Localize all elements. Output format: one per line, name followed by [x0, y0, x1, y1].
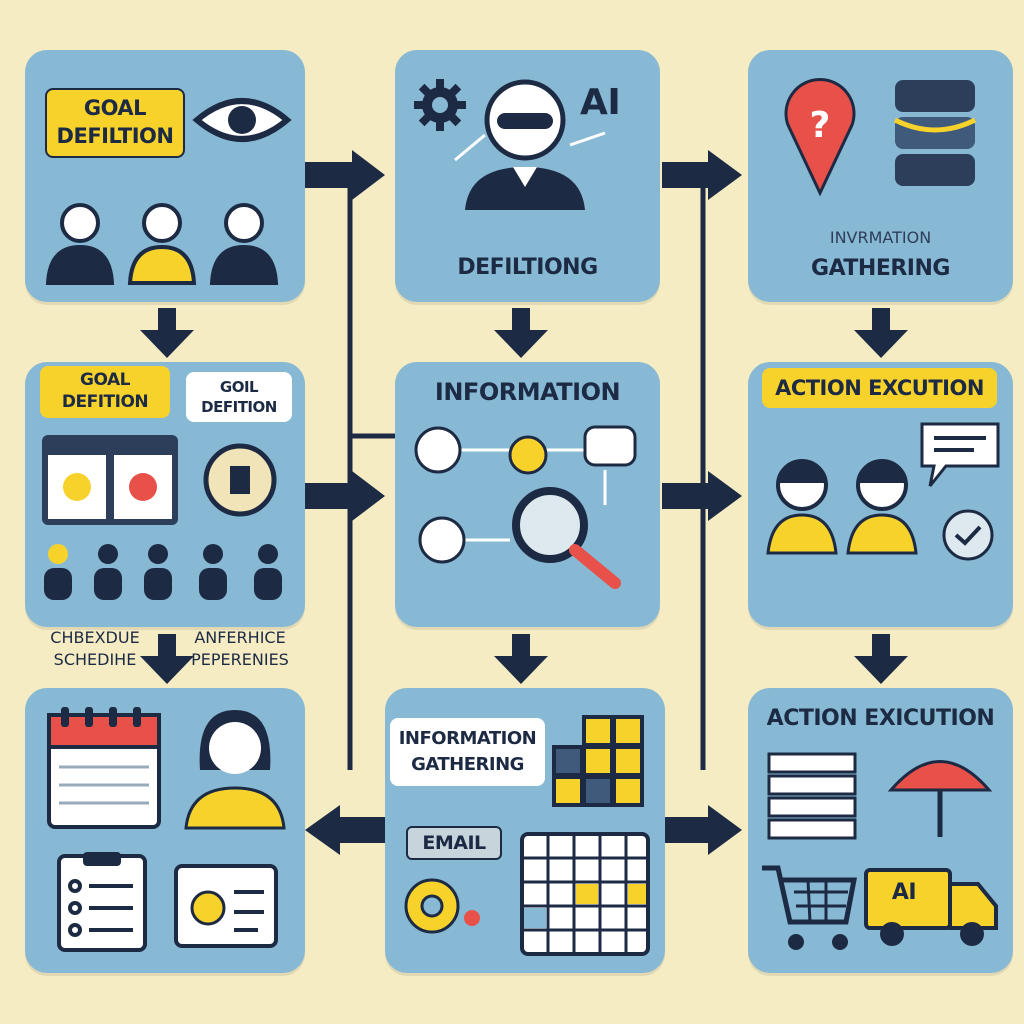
cart-icon: [762, 865, 858, 950]
information-network-icon: [414, 425, 637, 589]
arrow-right: [305, 471, 385, 521]
gear-icon: [414, 79, 466, 131]
action-excution-title: ACTION EXCUTION: [762, 368, 997, 408]
svg-text:?: ?: [810, 105, 831, 146]
arrow-down: [140, 634, 194, 684]
arrow-down: [494, 308, 548, 358]
truck-icon: [864, 868, 998, 946]
group-people-icon: [44, 544, 282, 600]
defiltiong-caption: DEFILTIONG: [457, 255, 598, 280]
information-title: INFORMATION: [434, 378, 621, 406]
truck-label: AI: [891, 880, 917, 905]
schedihe-label: SCHEDIHE: [53, 650, 137, 669]
gear-icon: [404, 878, 480, 934]
peperenies-label: PEPERENIES: [191, 650, 289, 669]
information-gathering-tag: INFORMATION GATHERING: [390, 718, 545, 786]
goal-defition-tag: GOAL DEFITION: [40, 366, 170, 418]
eye-icon: [192, 98, 292, 142]
calendar-grid-icon: [520, 832, 650, 956]
goil-defition-tag: GOIL DEFITION: [186, 372, 292, 422]
chbexdue-label: CHBEXDUE: [50, 628, 140, 647]
two-people-icon: [766, 459, 918, 555]
gathering-caption: GATHERING: [811, 256, 950, 281]
checklist-icon: [57, 852, 147, 952]
arrow-right: [662, 150, 742, 200]
woman-avatar-icon: [184, 710, 286, 830]
action-exicution-title: ACTION EXICUTION: [766, 706, 995, 731]
umbrella-icon: [887, 760, 993, 837]
arrow-right: [662, 471, 742, 521]
ai-label: AI: [580, 82, 621, 123]
calendar-icon: [47, 707, 161, 829]
arrow-down: [854, 634, 908, 684]
puzzle-icon: [552, 715, 644, 807]
document-stack-icon: [767, 752, 857, 840]
arrow-down: [854, 308, 908, 358]
arrow-left: [305, 805, 385, 855]
browser-window-icon: [42, 435, 178, 525]
goal-definition-tag: GOAL DEFILTION: [45, 88, 185, 158]
database-icon: [893, 80, 977, 186]
target-icon: [203, 443, 277, 517]
arrow-down: [494, 634, 548, 684]
ai-robot-icon: [454, 79, 606, 210]
arrow-down: [140, 308, 194, 358]
chat-icon: [920, 422, 1000, 487]
team-people-icon: [45, 203, 279, 285]
anferhice-label: ANFERHICE: [194, 628, 286, 647]
email-tag: EMAIL: [406, 826, 502, 860]
arrow-right: [662, 805, 742, 855]
arrow-right: [305, 150, 385, 200]
map-pin-icon: ?: [784, 78, 856, 197]
settings-badge-icon: [942, 509, 994, 561]
folder-gear-icon: [174, 864, 278, 948]
invrmation-caption: INVRMATION: [829, 228, 932, 247]
